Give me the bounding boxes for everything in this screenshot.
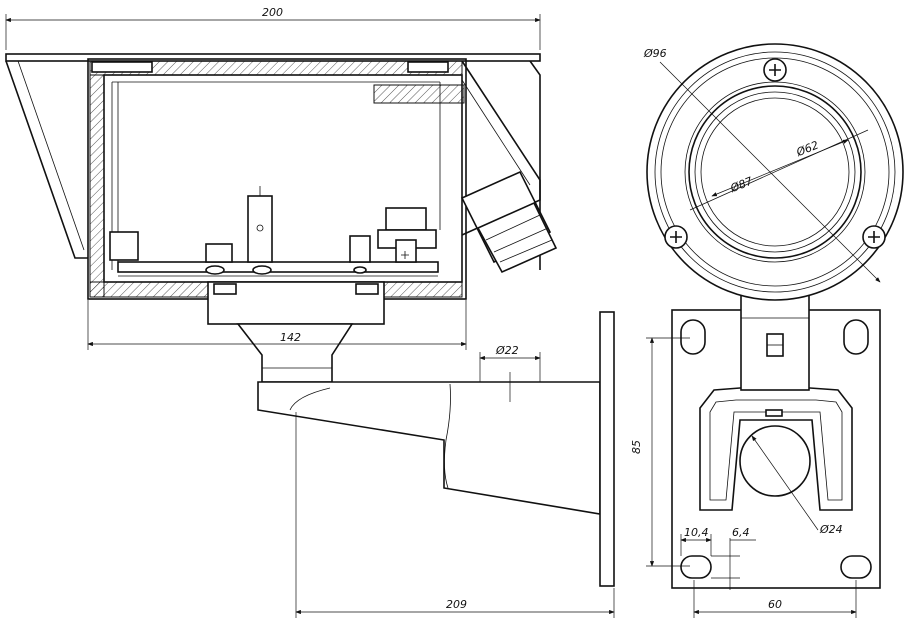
front-view: Ø96 Ø62 Ø87 85 Ø24 10,4 6,4 [630, 43, 904, 618]
label-housing-width: 142 [280, 331, 301, 344]
label-hole-diameter: Ø24 [819, 523, 843, 536]
housing-body [87, 58, 558, 325]
wall-plate [671, 289, 881, 589]
side-view-section: 200 142 Ø22 209 [5, 6, 615, 618]
label-overall-length: 200 [262, 6, 283, 19]
label-bracket-length: 209 [446, 598, 467, 611]
label-hole-spacing-horizontal: 60 [768, 598, 782, 611]
label-tube-diameter: Ø22 [495, 344, 519, 357]
label-outer-diameter: Ø96 [643, 47, 667, 60]
cable-gland [460, 170, 558, 274]
dim-tube-diameter: Ø22 [479, 344, 541, 382]
label-slot-length: 10,4 [684, 526, 709, 539]
dim-slot-width: 6,4 [711, 526, 756, 590]
housing-face [646, 43, 904, 301]
dim-overall-length: 200 [5, 6, 541, 50]
dim-housing-width: 142 [87, 300, 467, 350]
dim-hole-spacing-vertical: 85 [630, 337, 690, 567]
dim-hole-spacing-horizontal: 60 [693, 580, 857, 618]
label-slot-width: 6,4 [732, 526, 750, 539]
bracket-arm [257, 311, 615, 587]
dim-hole-diameter: Ø24 [751, 435, 843, 536]
label-hole-spacing-vertical: 85 [630, 440, 643, 454]
dim-slot-length: 10,4 [680, 526, 712, 556]
dim-bracket-length: 209 [295, 412, 615, 618]
sun-shield [5, 53, 541, 270]
